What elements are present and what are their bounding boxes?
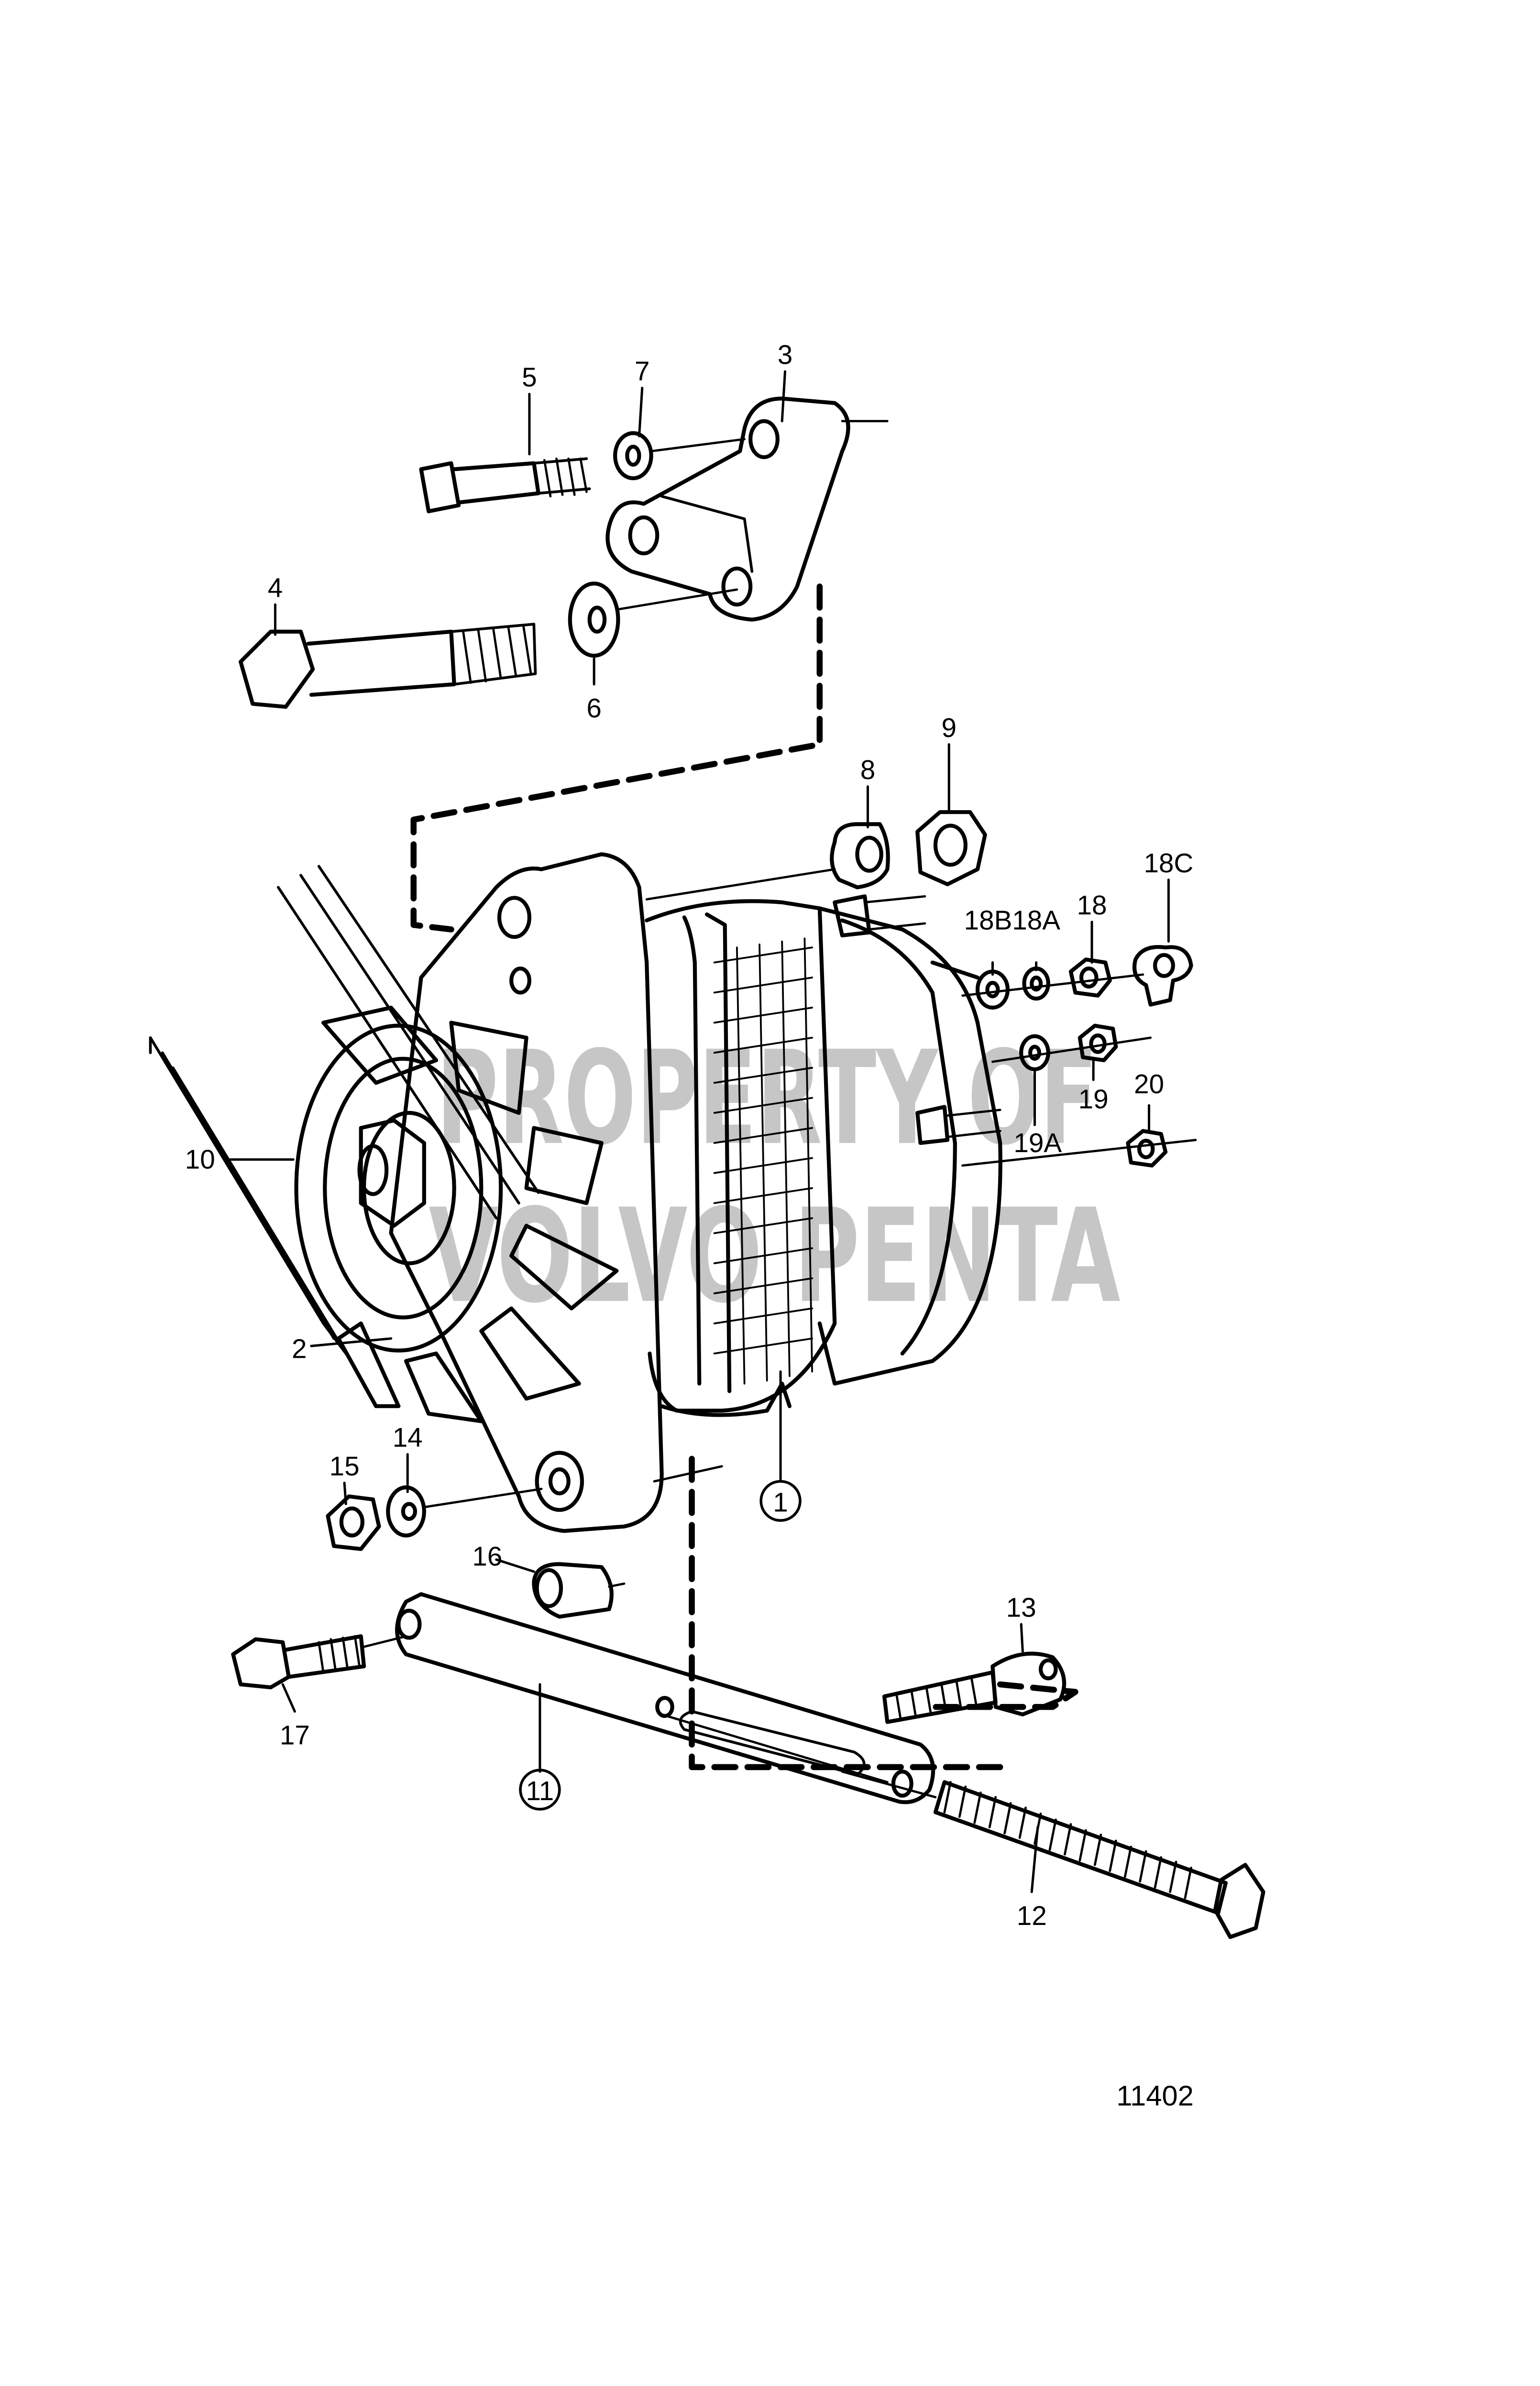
- callout-19: 19: [1078, 1084, 1109, 1114]
- washer-6: [568, 582, 738, 658]
- callout-18c: 18C: [1144, 848, 1193, 878]
- washer-18a: [1022, 967, 1050, 1001]
- bolt-12: [841, 1770, 1265, 1939]
- callout-18a: 18A: [1012, 905, 1060, 935]
- screw-13: [882, 1651, 1067, 1724]
- mounting-bracket: [605, 396, 889, 622]
- callout-circles: [519, 1480, 802, 1811]
- callout-20: 20: [1134, 1069, 1164, 1099]
- spacer-8: [830, 822, 890, 890]
- callout-18: 18: [1077, 890, 1107, 920]
- callout-1: 1: [773, 1487, 788, 1517]
- callout-15: 15: [330, 1451, 360, 1481]
- nut-19: [991, 1023, 1152, 1063]
- callout-7: 7: [635, 356, 649, 386]
- assembly-line-lower: [689, 1455, 1078, 1770]
- leader-lines: [224, 370, 1170, 1893]
- drive-belt: [149, 865, 540, 1355]
- callout-labels: 1 2 3 4 5 6 7 8 9 10 11 12 13 14 15 16 1…: [185, 340, 1194, 1931]
- bolt-17: [231, 1634, 407, 1690]
- callout-2: 2: [292, 1334, 307, 1364]
- nut-18: [1068, 957, 1112, 998]
- bolt-4: [239, 623, 537, 709]
- callout-11: 11: [526, 1776, 554, 1806]
- callout-9: 9: [942, 713, 957, 743]
- callout-4: 4: [268, 572, 283, 603]
- watermark-line-2: VOLVO PENTA: [429, 1181, 1121, 1331]
- callout-10: 10: [185, 1144, 215, 1174]
- alternator: [294, 852, 1002, 1533]
- washer-7: [613, 431, 746, 481]
- washer-14: [386, 1485, 543, 1538]
- callout-12: 12: [1017, 1901, 1047, 1931]
- callout-8: 8: [860, 755, 875, 785]
- callout-14: 14: [393, 1422, 423, 1452]
- figure-number: 11402: [1116, 2079, 1194, 2111]
- terminal-18c: [961, 945, 1193, 1007]
- watermark-line-1: PROPERTY OF: [436, 1023, 1098, 1174]
- spacer-16: [532, 1562, 626, 1619]
- watermark: PROPERTY OF VOLVO PENTA: [429, 1023, 1121, 1331]
- callout-13: 13: [1006, 1592, 1036, 1622]
- callout-3: 3: [778, 340, 792, 370]
- callout-19a: 19A: [1013, 1128, 1062, 1158]
- nut-9: [645, 810, 987, 901]
- nut-15: [326, 1494, 381, 1551]
- adjusting-bar: [395, 1592, 935, 1804]
- callout-17: 17: [280, 1720, 310, 1750]
- callout-18b: 18B: [964, 905, 1012, 935]
- bolt-5: [419, 457, 591, 514]
- callout-16: 16: [472, 1541, 502, 1572]
- callout-6: 6: [586, 693, 601, 723]
- callout-5: 5: [522, 362, 537, 392]
- washer-18b: [975, 969, 1010, 1010]
- assembly-line-upper: [410, 583, 823, 933]
